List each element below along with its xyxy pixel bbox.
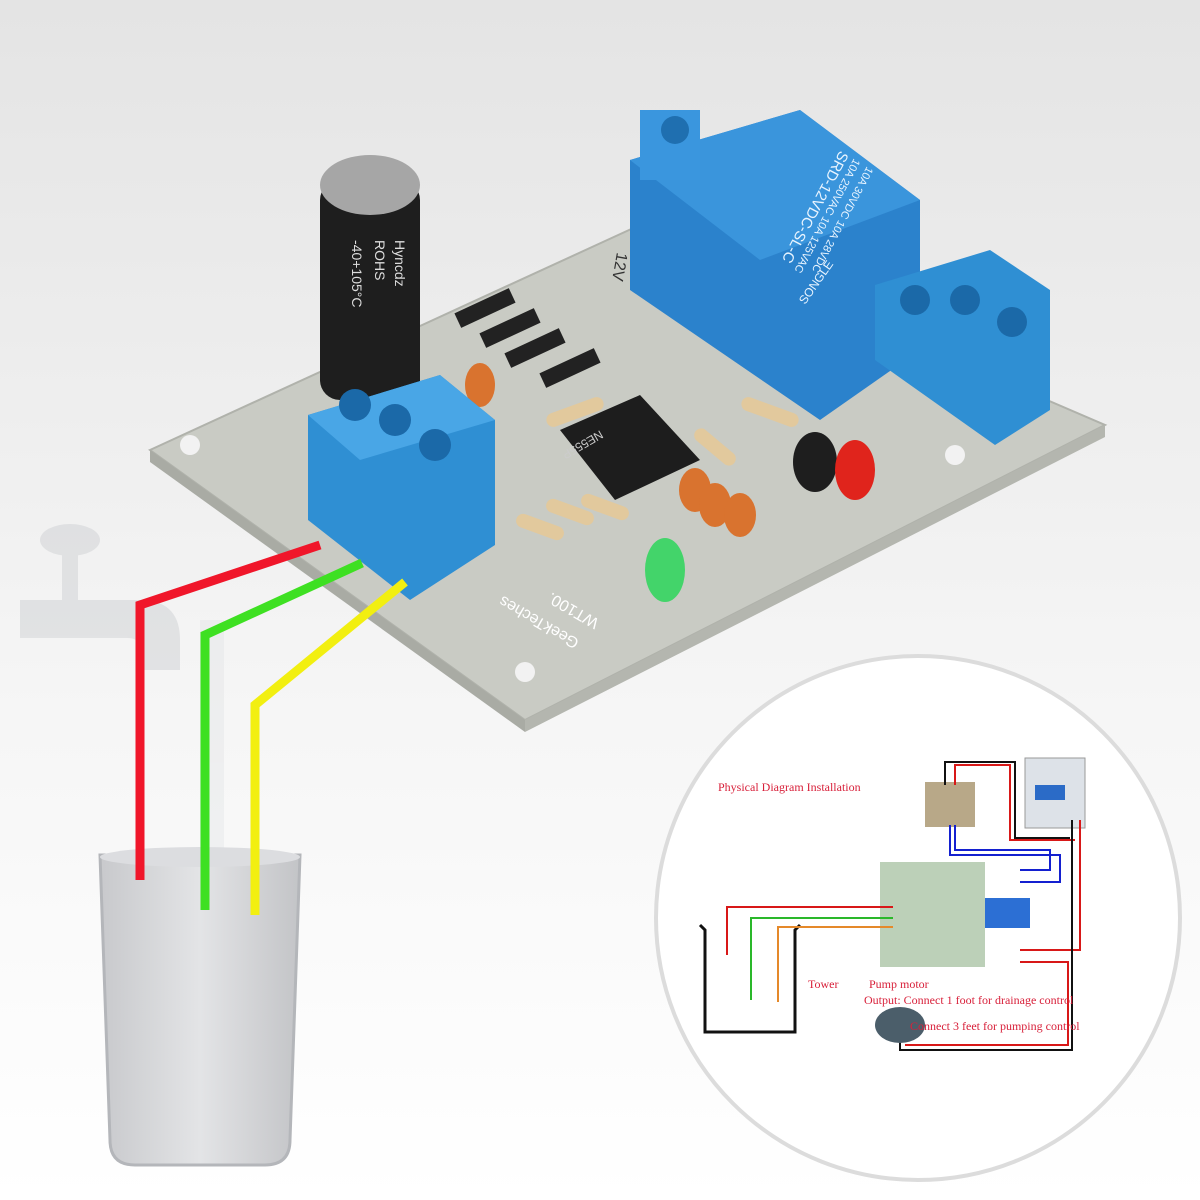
inset-tower: [698, 923, 802, 1034]
green-led: [645, 538, 685, 602]
pump-label: Pump motor: [869, 977, 929, 991]
inset-pcb: [880, 862, 985, 967]
transformer: [925, 782, 975, 827]
ne555-chip: NE555P: [560, 395, 700, 500]
green-probe-wire: [200, 558, 364, 910]
yellow-probe-wire: [250, 578, 408, 915]
output-line-1: Output: Connect 1 foot for drainage cont…: [864, 993, 1074, 1007]
red-led: [835, 440, 875, 500]
capacitor-rohs: ROHS: [372, 240, 388, 280]
transistor: [793, 432, 837, 492]
diodes: [454, 288, 601, 388]
resistors: [516, 397, 799, 541]
probe-terminal-block: [308, 375, 495, 600]
inset-title: Physical Diagram Installation: [718, 780, 861, 794]
relay: SRD-12VDC-SL-C 10A 250VAC 10A 125VAC 10A…: [630, 110, 920, 420]
installation-diagram-inset: Physical Diagram Installation Tower Pump…: [654, 654, 1182, 1182]
beaker: [98, 847, 302, 1167]
capacitor-temperature: -40+105°C: [349, 240, 365, 307]
red-probe-wire: [135, 540, 322, 880]
board-voltage-text: 12V: [608, 251, 630, 282]
pump-motor: [875, 1007, 925, 1043]
capacitor-brand: Hyncdz: [392, 240, 408, 287]
tower-label: Tower: [808, 977, 838, 991]
inset-relay: [985, 898, 1030, 928]
output-terminal-block: [875, 250, 1050, 445]
ceramic-capacitors: [465, 363, 756, 537]
electrolytic-capacitor: Hyncdz ROHS -40+105°C: [320, 155, 420, 400]
output-line-2: Connect 3 feet for pumping control: [910, 1019, 1080, 1033]
